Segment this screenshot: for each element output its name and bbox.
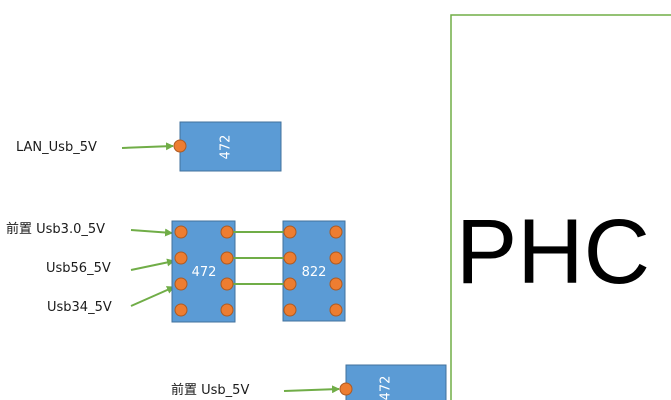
label-front-usb-5v: 前置 Usb_5V (171, 382, 249, 398)
phc-chip-outline (450, 14, 671, 400)
pad-right-3b (329, 277, 343, 291)
pad-left-2a (174, 251, 188, 265)
wire-lan-usb-5v (121, 142, 174, 151)
pad-left-3b (220, 277, 234, 291)
pad-left-4b (220, 303, 234, 317)
pad-right-1a (283, 225, 297, 239)
pad-left-1a (174, 225, 188, 239)
resistor-front (345, 364, 447, 400)
wire-front-usb-5v (283, 385, 340, 394)
pad-right-1b (329, 225, 343, 239)
wire-usb56-5v (130, 258, 175, 271)
pad-left-3a (174, 277, 188, 291)
wire-front-usb30-5v (130, 228, 173, 237)
pad-lan (173, 139, 187, 153)
pad-right-4a (283, 303, 297, 317)
label-usb34-5v: Usb34_5V (47, 300, 112, 315)
wire-usb34-5v (130, 286, 175, 307)
pad-left-4a (174, 303, 188, 317)
resistor-array-right-value: 822 (302, 265, 327, 280)
pad-front (339, 382, 353, 396)
resistor-array-left-value: 472 (192, 265, 217, 280)
resistor-lan (179, 121, 282, 172)
pad-left-1b (220, 225, 234, 239)
resistor-lan-value: 472 (219, 135, 234, 160)
pad-right-2b (329, 251, 343, 265)
pad-right-2a (283, 251, 297, 265)
label-front-usb30-5v: 前置 Usb3.0_5V (6, 221, 105, 237)
label-lan-usb-5v: LAN_Usb_5V (16, 140, 97, 155)
label-usb56-5v: Usb56_5V (46, 261, 111, 276)
pad-right-4b (329, 303, 343, 317)
pad-right-3a (283, 277, 297, 291)
pad-left-2b (220, 251, 234, 265)
resistor-front-value: 472 (379, 376, 394, 400)
phc-chip-label: PHC (456, 201, 650, 303)
